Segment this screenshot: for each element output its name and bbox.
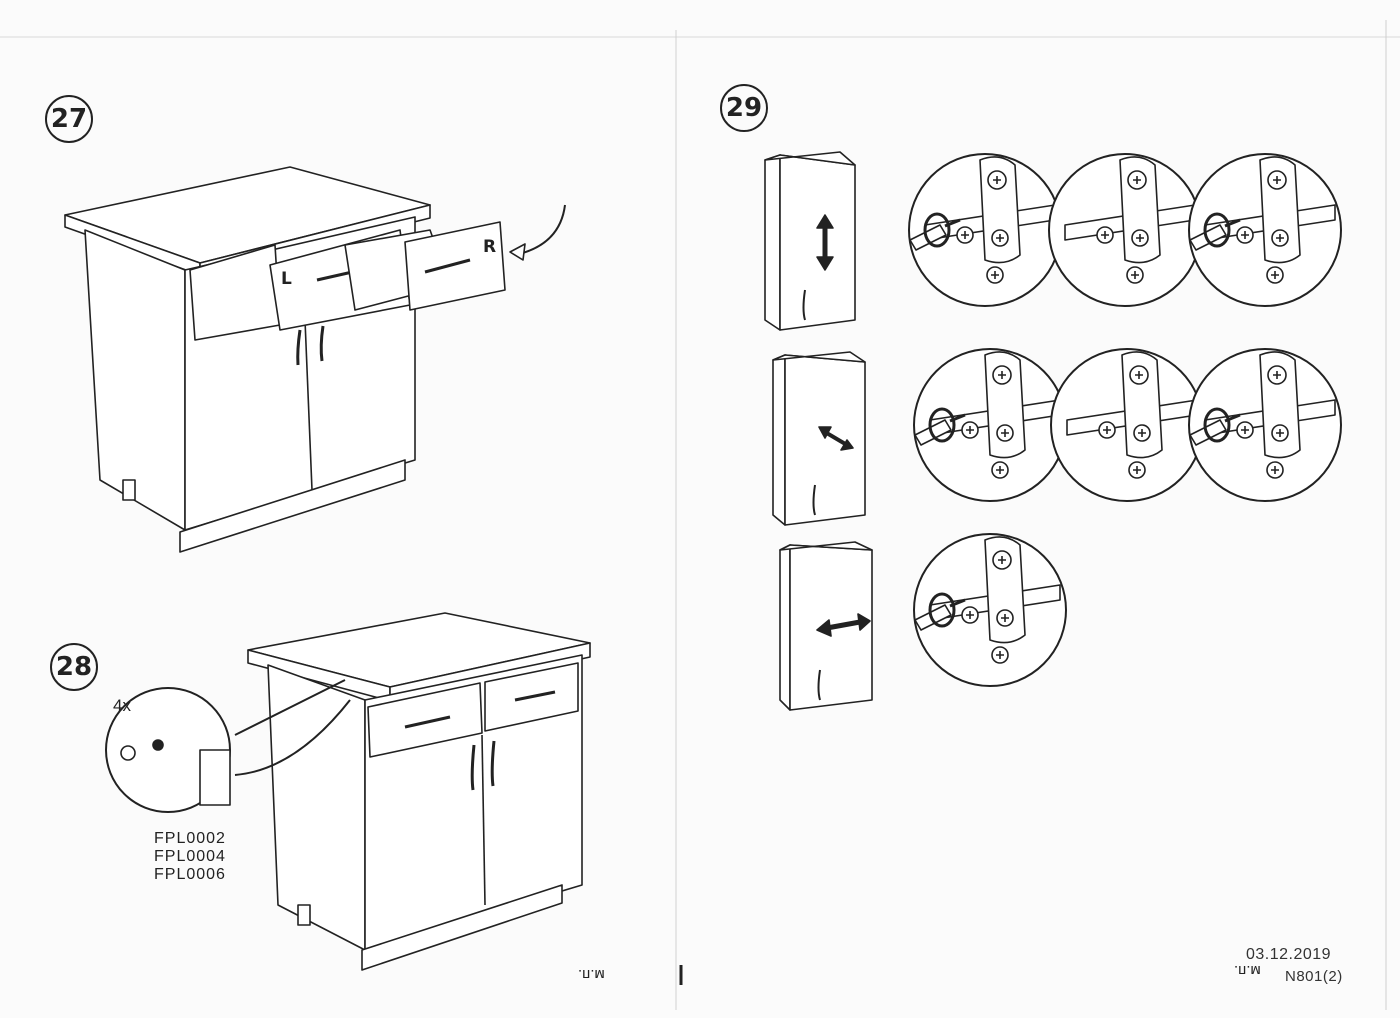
wall-cabinet-row2: [772, 351, 866, 526]
hinge-detail-icon: [1188, 153, 1342, 307]
hinge-detail-icon: [1050, 348, 1204, 502]
screwdriver-icon: [909, 212, 961, 251]
hinge-detail-icon: [1048, 153, 1202, 307]
step29-hinge-adjustment-illustration: [764, 151, 1342, 711]
part-code: FPL0006: [154, 866, 226, 883]
screwdriver-icon: [914, 592, 966, 631]
step-number-27: 27: [45, 95, 93, 143]
part-code: FPL0002: [154, 830, 226, 847]
document-code: N801(2): [1285, 968, 1343, 985]
step-number-29: 29: [720, 84, 768, 132]
hinge-detail-icon: [913, 533, 1067, 687]
curved-arrow-icon: [509, 204, 566, 261]
hinge-detail-icon: [1188, 348, 1342, 502]
vertical-double-arrow-icon: [816, 214, 834, 271]
document-date: 03.12.2019: [1246, 946, 1332, 963]
stamp-mark-right: м.п.: [1234, 962, 1261, 979]
stamp-mark-left: м.п.: [578, 966, 605, 983]
drawer-right-label: R: [483, 237, 496, 257]
wall-cabinet-row1: [764, 151, 856, 331]
part-codes-list: FPL0002 FPL0004 FPL0006: [154, 830, 226, 884]
part-code: FPL0004: [154, 848, 226, 865]
diagonal-double-arrow-icon: [818, 426, 854, 451]
screwdriver-icon: [1189, 212, 1241, 251]
quantity-label: 4x: [113, 696, 131, 715]
screwdriver-icon: [1189, 407, 1241, 446]
drawer-left-label: L: [281, 269, 292, 289]
step-number-28: 28: [50, 643, 98, 691]
step27-cabinet-illustration: L R: [64, 166, 566, 553]
hinge-detail-icon: [908, 153, 1062, 307]
horizontal-double-arrow-icon: [816, 613, 871, 637]
hinge-detail-icon: [913, 348, 1067, 502]
step28-cabinet-illustration: [105, 612, 591, 971]
screwdriver-icon: [914, 407, 966, 446]
